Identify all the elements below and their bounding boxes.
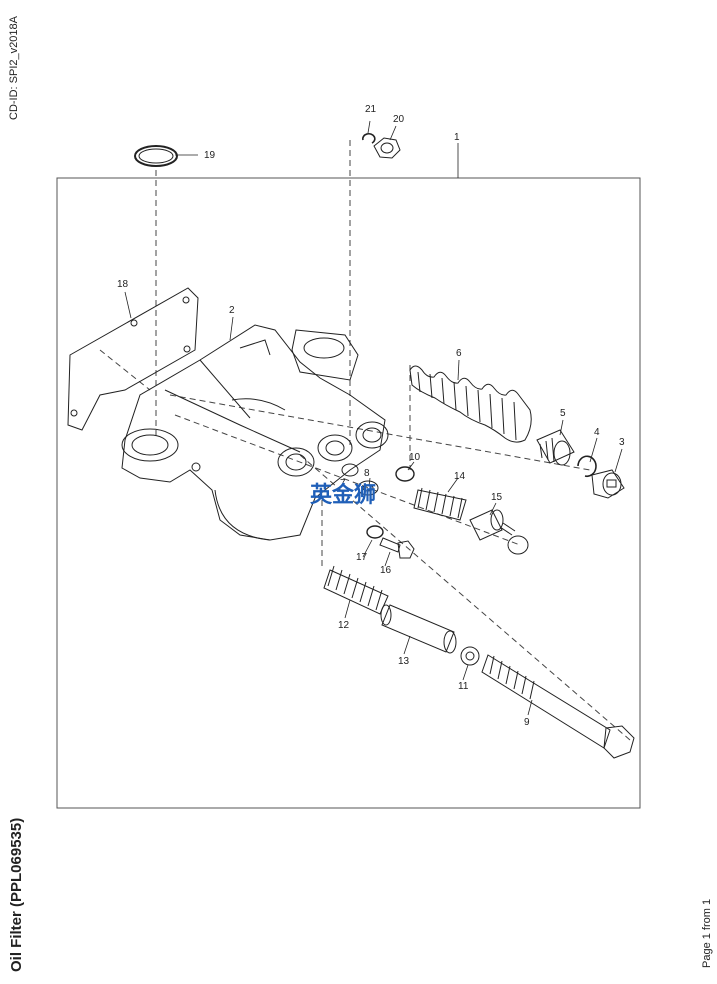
bolt-16: [379, 537, 415, 559]
callout-8: 8: [364, 468, 370, 479]
callout-10: 10: [409, 452, 421, 463]
sleeve-5: [536, 429, 575, 466]
watermark-text: 英金狮: [310, 482, 376, 508]
callout-4: 4: [594, 427, 600, 438]
callout-20: 20: [393, 114, 405, 125]
plug-3: [591, 469, 625, 499]
washer-11: [460, 646, 480, 666]
o-ring-19: [134, 145, 178, 167]
callout-15: 15: [491, 492, 503, 503]
callout-14: 14: [454, 471, 466, 482]
callout-5: 5: [560, 408, 566, 419]
callout-19: 19: [204, 150, 216, 161]
piston-15: [469, 509, 529, 555]
callout-labels: 1 2 3 4 5 6 7 8 9 10 11 12 13 14 15 16 1…: [117, 104, 625, 728]
callout-11: 11: [458, 681, 469, 692]
leader-lines: [124, 120, 623, 716]
callout-6: 6: [456, 348, 462, 359]
plug-20: [373, 137, 401, 159]
washer-10: [395, 466, 415, 482]
assembly-centerlines: [99, 140, 631, 741]
callout-17: 17: [356, 552, 368, 563]
washer-17: [366, 525, 384, 539]
circlip-4: [577, 455, 597, 478]
filter-head-2: [121, 324, 389, 541]
spring-6: [409, 365, 532, 443]
callout-3: 3: [619, 437, 625, 448]
circlip-21: [362, 133, 376, 144]
valve-8: [341, 463, 379, 496]
callout-7: 7: [340, 478, 346, 489]
callout-13: 13: [398, 656, 410, 667]
spring-12: [323, 565, 389, 615]
gasket-18: [67, 287, 199, 431]
callout-2: 2: [229, 305, 235, 316]
callout-18: 18: [117, 279, 129, 290]
callout-21: 21: [365, 104, 377, 115]
callout-9: 9: [524, 717, 530, 728]
callout-1: 1: [454, 132, 460, 143]
spring-14: [413, 487, 467, 521]
tube-13: [380, 604, 457, 654]
bolt-9: [481, 654, 635, 759]
assembly-frame: [56, 177, 641, 809]
callout-12: 12: [338, 620, 350, 631]
callout-16: 16: [380, 565, 392, 576]
